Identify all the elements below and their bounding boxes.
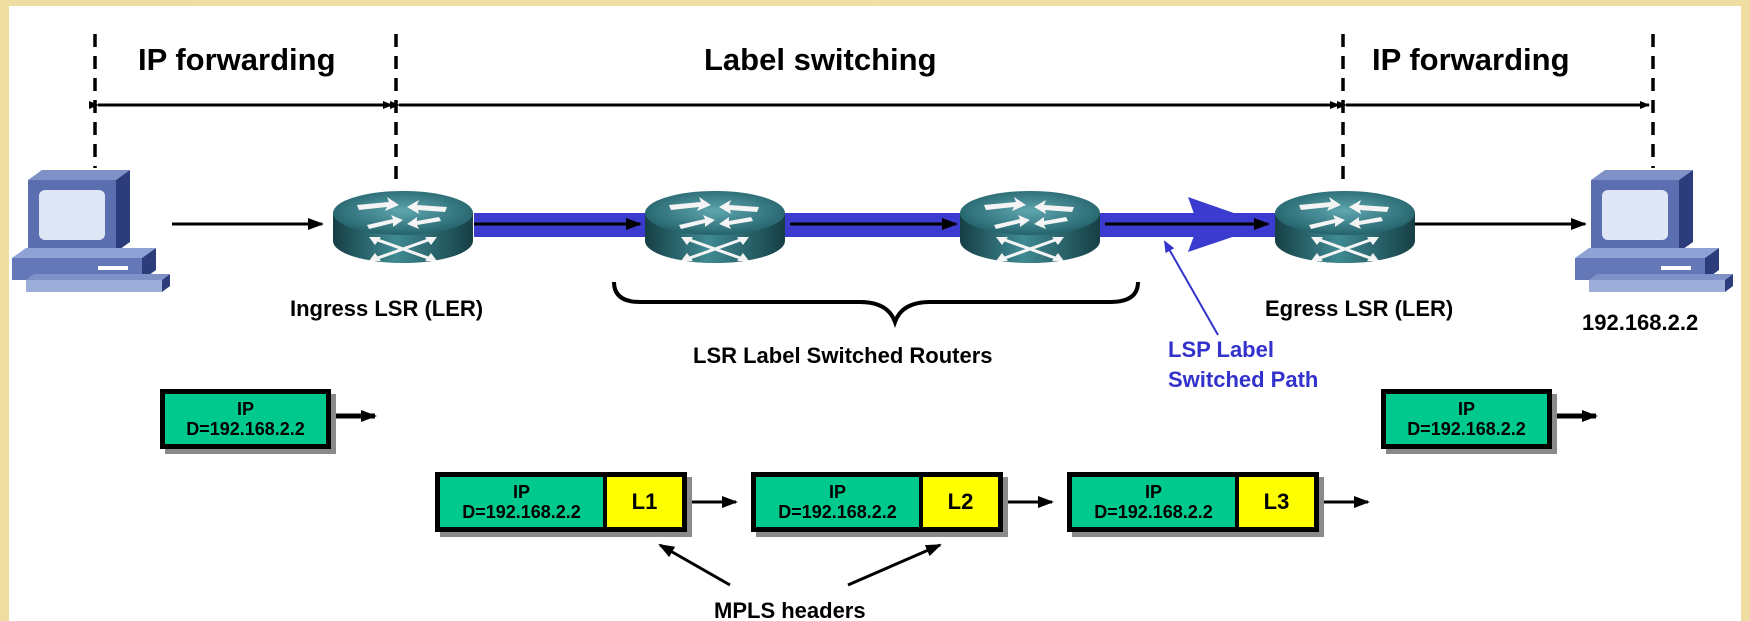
mpls-label: L1 (603, 477, 682, 527)
ip-header: IP D=192.168.2.2 (1386, 394, 1547, 444)
zone-title-label-switching: Label switching (704, 42, 937, 77)
egress-ip-packet: IP D=192.168.2.2 (1381, 389, 1552, 449)
destination-ip-label: 192.168.2.2 (1582, 310, 1699, 335)
mpls-label: L3 (1235, 477, 1314, 527)
zone-title-ip-forwarding-right: IP forwarding (1372, 42, 1570, 77)
ip-header-proto: IP (1144, 482, 1162, 502)
lsr-router-2-icon (958, 189, 1102, 265)
mpls-packet-l1: IP D=192.168.2.2 L1 (435, 472, 687, 532)
mpls-header-pointers (658, 543, 942, 587)
lsp-label: LSP Label Switched Path (1168, 335, 1318, 395)
egress-label: Egress LSR (LER) (1265, 296, 1454, 321)
ip-header: IP D=192.168.2.2 (1072, 477, 1235, 527)
ingress-label: Ingress LSR (LER) (290, 296, 484, 321)
ip-header-proto: IP (828, 482, 846, 502)
lsr-group-label: LSR Label Switched Routers (693, 343, 993, 368)
ip-header: IP D=192.168.2.2 (756, 477, 919, 527)
mpls-label: L2 (919, 477, 998, 527)
source-computer-icon (12, 170, 170, 292)
ip-header-proto: IP (512, 482, 530, 502)
ip-header-proto: IP (1457, 399, 1475, 419)
mpls-packet-l2: IP D=192.168.2.2 L2 (751, 472, 1003, 532)
ip-header-dest: D=192.168.2.2 (462, 502, 581, 522)
destination-computer-icon (1575, 170, 1733, 292)
zone-dividers (93, 34, 1655, 185)
zone-title-ip-forwarding-left: IP forwarding (138, 42, 336, 77)
ip-header-dest: D=192.168.2.2 (1094, 502, 1213, 522)
ingress-router-icon (331, 189, 475, 265)
ip-header-dest: D=192.168.2.2 (1407, 419, 1526, 439)
ip-header: IP D=192.168.2.2 (440, 477, 603, 527)
ingress-ip-packet: IP D=192.168.2.2 (160, 389, 331, 449)
lsp-pointer-line (1164, 240, 1219, 336)
egress-router-icon (1273, 189, 1417, 265)
lsp-label-line2: Switched Path (1168, 367, 1319, 392)
mpls-headers-label: MPLS headers (714, 598, 866, 621)
ip-header: IP D=192.168.2.2 (165, 394, 326, 444)
ip-header-proto: IP (236, 399, 254, 419)
lsr-group-brace (612, 281, 1140, 329)
mpls-packet-l3: IP D=192.168.2.2 L3 (1067, 472, 1319, 532)
lsr-router-1-icon (643, 189, 787, 265)
lsp-label-line1: LSP Label (1168, 337, 1274, 362)
ip-header-dest: D=192.168.2.2 (778, 502, 897, 522)
ip-header-dest: D=192.168.2.2 (186, 419, 305, 439)
